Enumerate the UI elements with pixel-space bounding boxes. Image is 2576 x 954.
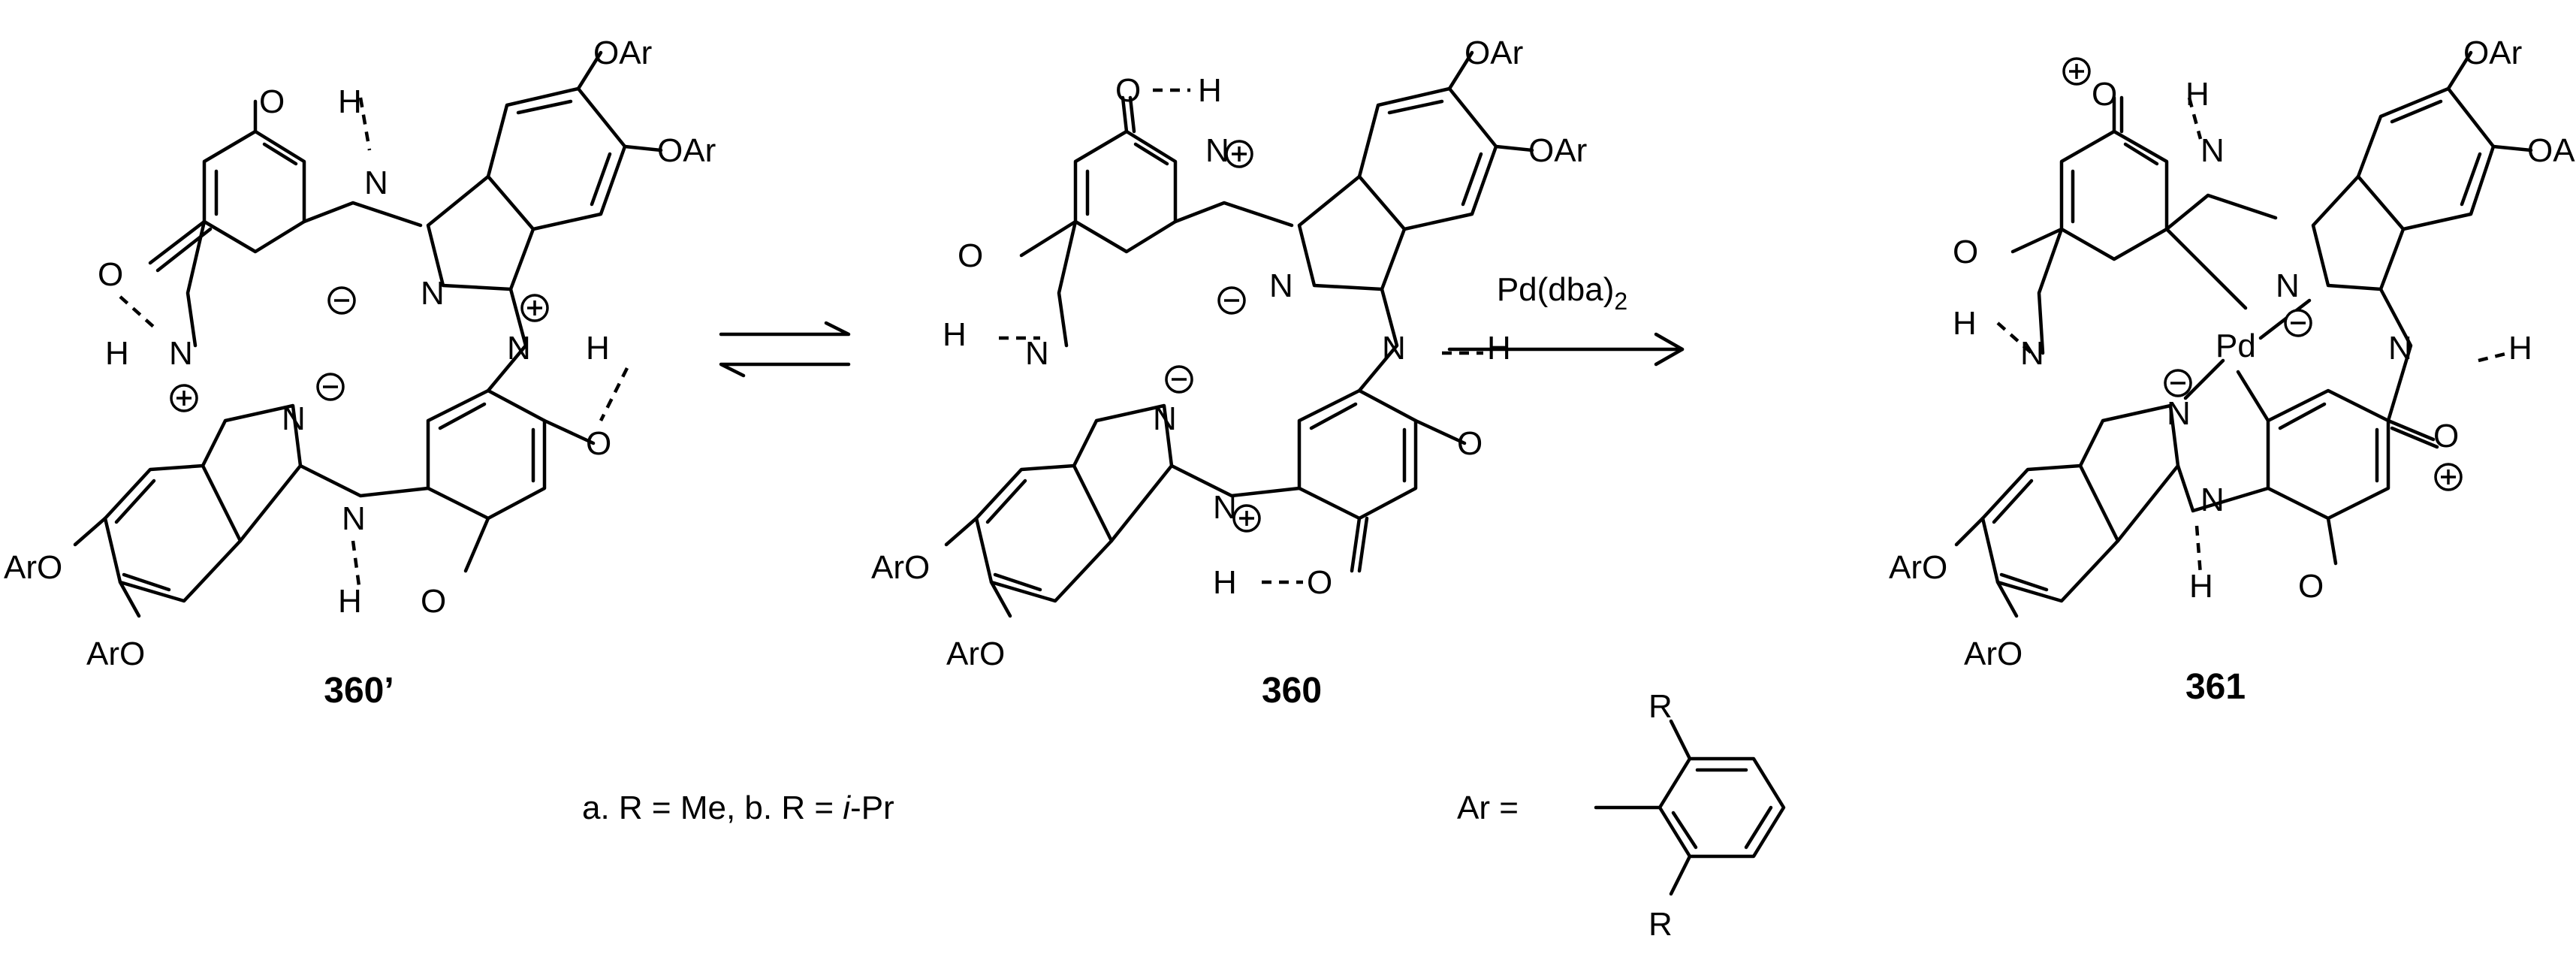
aryl-definition: Ar = R R [1457, 688, 1786, 943]
positive-charge [170, 384, 198, 412]
label-h: H [1953, 305, 1977, 342]
positive-charge [2062, 57, 2091, 86]
isoindole-lower-left [103, 403, 303, 603]
label-n: N [282, 400, 306, 437]
label-aro: ArO [86, 635, 145, 672]
ring-lower-right [2266, 388, 2390, 521]
label-n: N [1205, 132, 1229, 169]
label-n: N [342, 500, 366, 537]
label-aro: ArO [1964, 635, 2022, 672]
aryl-label: Ar = [1457, 789, 1519, 826]
label-h: H [943, 316, 967, 353]
label-h: H [2189, 568, 2213, 605]
label-n: N [1025, 335, 1049, 372]
label-h: H [1198, 72, 1222, 109]
positive-charge [1232, 504, 1261, 533]
label-n: N [2276, 267, 2300, 304]
label-aro: ArO [871, 549, 930, 586]
label-o: O [259, 83, 285, 120]
label-h: H [338, 583, 362, 620]
substituent-note-tail: -Pr [850, 789, 894, 826]
label-o: O [98, 256, 123, 293]
compound-label-361: 361 [2185, 667, 2246, 707]
label-h: H [586, 330, 610, 367]
compound-label-360: 360 [1262, 671, 1322, 711]
isoindole-upper-right [426, 86, 627, 291]
label-o: O [1457, 425, 1483, 462]
label-h: H [105, 335, 129, 372]
negative-charge [316, 373, 345, 401]
label-h: H [2185, 76, 2210, 113]
compound-label-360-prime: 360’ [324, 671, 394, 711]
label-n: N [1382, 330, 1406, 367]
negative-charge [1165, 365, 1193, 394]
label-r: R [1648, 906, 1673, 943]
label-oar: OAr [657, 132, 716, 169]
negative-charge [327, 286, 356, 315]
isoindole-lower-left [1980, 403, 2180, 603]
label-n: N [2200, 482, 2225, 518]
label-n: N [2020, 335, 2044, 372]
label-n: N [507, 330, 531, 367]
label-oar: OAr [593, 35, 652, 71]
label-oar: OAr [2527, 132, 2576, 169]
ring-lower-right [426, 388, 547, 521]
negative-charge [2164, 369, 2192, 397]
reaction-arrow: Pd(dba)2 [1447, 271, 1685, 367]
label-o: O [958, 237, 983, 274]
label-r: R [1648, 688, 1673, 725]
label-oar: OAr [2463, 35, 2522, 71]
substituent-note-italic: i [843, 789, 851, 826]
label-o: O [421, 583, 446, 620]
compound-361: O H N O H N N N H O N N H O Pd OAr OAr A… [1889, 35, 2576, 707]
label-n: N [1269, 267, 1293, 304]
negative-charge [2284, 309, 2312, 337]
label-pd: Pd [2216, 328, 2256, 364]
positive-charge [1225, 140, 1253, 168]
compound-360: O H N O H N N N H O N N H O OAr OAr ArO … [871, 35, 1587, 711]
label-aro: ArO [4, 549, 62, 586]
reagent-main: Pd(dba) [1497, 271, 1615, 308]
label-o: O [2092, 76, 2117, 113]
label-h: H [2508, 330, 2532, 367]
label-o: O [1307, 564, 1332, 601]
label-h: H [1213, 564, 1237, 601]
isoindole-lower-left [974, 403, 1174, 603]
reagent-label: Pd(dba)2 [1497, 271, 1627, 315]
isoindole-upper-right [2311, 86, 2496, 291]
label-o: O [2298, 568, 2324, 605]
label-o: O [2433, 418, 2459, 454]
isoindole-upper-right [1297, 86, 1498, 291]
substituent-note-main: a. R = Me, b. R = [582, 789, 843, 826]
label-n: N [2388, 330, 2412, 367]
label-aro: ArO [946, 635, 1005, 672]
label-o: O [1953, 234, 1978, 270]
substituent-note: a. R = Me, b. R = i-Pr [582, 789, 894, 826]
label-aro: ArO [1889, 549, 1947, 586]
label-n: N [364, 165, 388, 201]
negative-charge [1217, 286, 1246, 315]
label-n: N [421, 275, 445, 312]
label-n: N [2200, 132, 2225, 169]
positive-charge [520, 294, 549, 322]
positive-charge [2434, 463, 2463, 491]
ring-upper-left [1073, 129, 1178, 254]
ring-lower-right [1297, 388, 1418, 521]
label-n: N [2167, 395, 2191, 432]
label-h: H [338, 83, 362, 120]
compound-360-prime: O H N O H N N N H O N N H O OAr OAr ArO … [4, 35, 716, 711]
reagent-subscript: 2 [1614, 288, 1627, 315]
label-o: O [1115, 72, 1141, 109]
label-n: N [1153, 400, 1177, 437]
label-n: N [169, 335, 193, 372]
label-oar: OAr [1528, 132, 1587, 169]
ring-upper-left [2059, 129, 2169, 261]
equilibrium-arrows [719, 321, 851, 378]
label-o: O [586, 425, 611, 462]
label-oar: OAr [1464, 35, 1523, 71]
ring-upper-left [202, 129, 306, 254]
